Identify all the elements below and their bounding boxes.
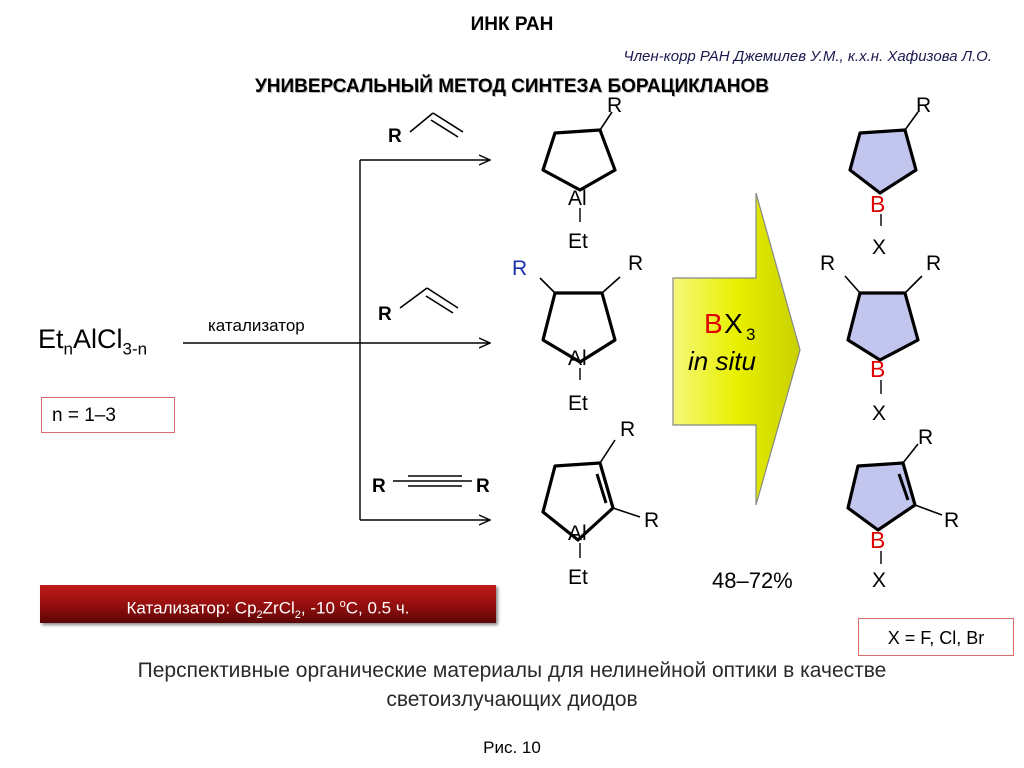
svg-text:B: B [704,308,723,339]
svg-text:3: 3 [746,325,755,344]
alkyne-reagent: R R [372,475,490,497]
svg-text:R: R [916,94,931,117]
svg-text:R: R [944,509,959,532]
branch-arrows [183,160,490,520]
svg-text:X: X [872,402,886,425]
aluminacycle-2: R R Al Et [512,252,643,415]
borolane-2: R R B X [820,252,941,425]
svg-text:R: R [926,252,941,275]
aluminacycle-1: R Al Et [541,94,622,253]
svg-text:X: X [872,569,886,592]
svg-text:R: R [644,509,659,532]
svg-text:Et: Et [568,566,588,589]
svg-text:R: R [378,304,392,325]
figure-caption: Рис. 10 [483,738,541,757]
svg-text:R: R [628,252,643,275]
svg-text:B: B [870,527,885,553]
svg-text:in situ: in situ [688,346,756,376]
svg-text:X: X [724,308,743,339]
yield-label: 48–72% [712,568,793,593]
catalyst-label: катализатор [208,316,305,335]
reagent-formula: EtnAlCl3-n [38,324,148,359]
svg-text:Et: Et [568,230,588,253]
borolane-3: R R B X [846,426,959,592]
authors-line: Член-корр РАН Джемилев У.М., к.х.н. Хафи… [623,48,993,65]
svg-text:R: R [372,476,386,497]
svg-text:Al: Al [568,347,587,370]
svg-text:B: B [870,191,885,217]
svg-text:Al: Al [568,522,587,545]
bx3-reagent-arrow: B X 3 in situ [672,192,801,506]
svg-text:Et: Et [568,392,588,415]
svg-text:R: R [620,418,635,441]
svg-text:Al: Al [568,187,587,210]
svg-text:R: R [388,126,402,147]
svg-text:R: R [512,257,527,280]
svg-text:X: X [872,236,886,259]
svg-text:B: B [870,356,885,382]
n-range-box: n = 1–3 [41,397,175,433]
borolane-1: R B X [848,94,931,259]
footer-caption: Перспективные органические материалы для… [137,659,887,711]
x-values-box: X = F, Cl, Br [858,618,1014,656]
svg-text:R: R [476,476,490,497]
organization-title: ИНК РАН [470,14,554,35]
svg-text:R: R [918,426,933,449]
alkene-reagent-1: R [388,112,464,147]
aluminacycle-3: R R Al Et [541,418,659,589]
svg-text:R: R [820,252,835,275]
page-title: УНИВЕРСАЛЬНЫЙ МЕТОД СИНТЕЗА БОРАЦИКЛАНОВ [254,76,770,97]
alkene-reagent-2: R [378,287,459,325]
svg-text:R: R [607,94,622,117]
conditions-bar: Катализатор: Cp2ZrCl2, -10 oC, 0.5 ч. [40,585,496,623]
